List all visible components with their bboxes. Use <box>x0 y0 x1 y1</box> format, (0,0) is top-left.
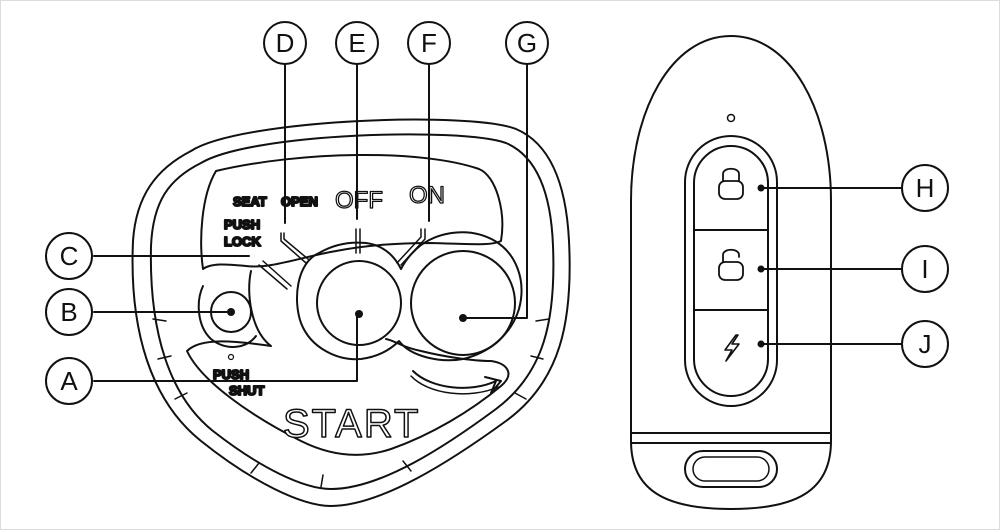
callout-a: A <box>45 357 93 405</box>
panel-outer-housing <box>131 118 571 507</box>
callout-f-letter: F <box>421 28 437 58</box>
callout-leader-lines <box>93 64 903 382</box>
callout-j-letter: J <box>919 329 932 359</box>
push-lock-line2-label: LOCK <box>224 234 261 249</box>
remote-unlock-button[interactable] <box>696 232 766 308</box>
seat-label: SEAT <box>233 194 267 209</box>
callout-f: F <box>407 21 451 65</box>
callout-g: G <box>505 21 549 65</box>
panel-label-recess <box>200 153 504 270</box>
open-label: OPEN <box>281 194 318 209</box>
start-label: START <box>283 402 420 446</box>
callout-d: D <box>263 21 307 65</box>
push-lock-line1-label: PUSH <box>224 217 260 232</box>
lock-open-icon <box>718 248 744 281</box>
push-shut-indicator-dot <box>227 353 235 361</box>
callout-j: J <box>901 320 949 368</box>
callout-e-letter: E <box>348 28 365 58</box>
callout-h: H <box>901 164 949 212</box>
remote-body <box>630 35 832 510</box>
push-shut-line1-label: PUSH <box>213 367 249 382</box>
remote-pointer-dots <box>757 184 765 348</box>
ignition-key-ring <box>296 231 523 362</box>
switch-panel: SEAT OPEN PUSH LOCK PUSH SHUT OFF ON STA… <box>131 118 571 507</box>
callout-d-letter: D <box>276 28 295 58</box>
remote-lock-button[interactable] <box>696 148 766 228</box>
lightning-icon <box>724 334 740 362</box>
callout-c-letter: C <box>60 241 79 271</box>
callout-h-letter: H <box>916 173 935 203</box>
pointer-dots <box>227 308 467 322</box>
callout-markers: D E F G C B A <box>45 21 949 405</box>
callout-g-letter: G <box>517 28 537 58</box>
push-shut-line2-label: SHUT <box>229 383 264 398</box>
on-label: ON <box>409 182 445 209</box>
lock-closed-icon <box>718 167 744 200</box>
start-rotation-arrow-inner <box>410 375 499 395</box>
panel-inner-rim <box>149 133 555 490</box>
callout-e: E <box>335 21 379 65</box>
callout-b-letter: B <box>60 297 77 327</box>
ignition-button-a[interactable] <box>316 260 402 346</box>
remote-button-pad-outer <box>684 135 778 407</box>
off-label: OFF <box>335 187 383 214</box>
start-rotation-arrow <box>412 370 502 394</box>
remote-led-indicator <box>726 113 736 123</box>
rim-tick-marks <box>152 318 550 488</box>
callout-i-letter: I <box>921 254 928 284</box>
remote-keyring-slot <box>684 450 778 488</box>
on-button-g[interactable] <box>410 250 516 356</box>
callout-a-letter: A <box>60 366 78 396</box>
remote-keyring-slot-inner <box>692 456 770 482</box>
position-indicator-lines <box>258 228 426 290</box>
callout-c: C <box>45 232 93 280</box>
remote-fob <box>630 35 832 510</box>
callout-b: B <box>45 288 93 336</box>
callout-i: I <box>901 245 949 293</box>
remote-button-pad-inner <box>693 145 769 397</box>
push-button-b-bezel <box>197 285 257 348</box>
